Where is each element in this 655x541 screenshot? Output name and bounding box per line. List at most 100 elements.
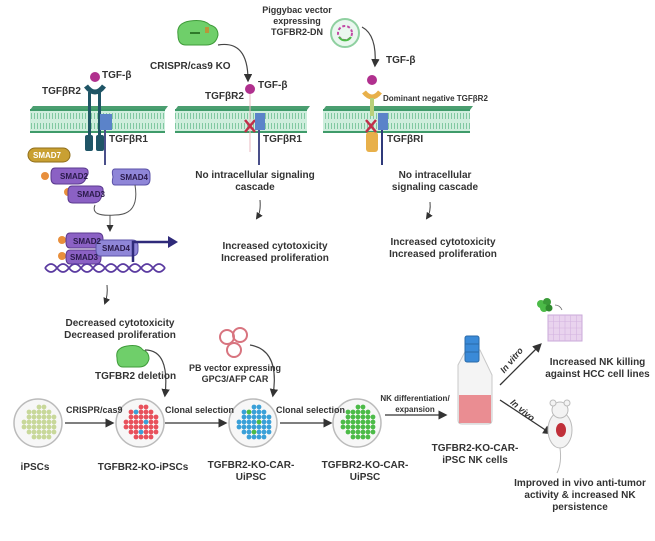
cell bbox=[256, 409, 262, 415]
cell bbox=[148, 419, 154, 425]
cell bbox=[46, 409, 52, 415]
tgfbr2-receptor-panel1 bbox=[84, 84, 106, 151]
arrow-label-clonal-1: Clonal selection bbox=[165, 405, 235, 415]
cell bbox=[256, 414, 262, 420]
cell bbox=[41, 404, 47, 410]
cell bbox=[345, 409, 351, 415]
cell bbox=[26, 429, 32, 435]
hcc-tumor-cell-icon bbox=[537, 298, 553, 312]
cell bbox=[365, 414, 371, 420]
label-pb-vector: PB vector expressing GPC3/AFP CAR bbox=[185, 363, 285, 385]
cell bbox=[46, 429, 52, 435]
cell bbox=[36, 404, 42, 410]
cell bbox=[251, 429, 257, 435]
cell bbox=[241, 424, 247, 430]
cell bbox=[46, 424, 52, 430]
cell bbox=[36, 429, 42, 435]
step-label-ko-car-uipsc: TGFBR2-KO-CAR- UiPSC bbox=[196, 460, 306, 484]
cell bbox=[355, 409, 361, 415]
cell bbox=[241, 429, 247, 435]
cell bbox=[246, 429, 252, 435]
cell bbox=[350, 414, 356, 420]
cell bbox=[41, 419, 47, 425]
step-line-2: UiPSC bbox=[349, 472, 381, 483]
cell bbox=[41, 424, 47, 430]
cell bbox=[365, 429, 371, 435]
dish-tgfbr2-ko-car-uipsc bbox=[228, 398, 278, 448]
cell bbox=[31, 409, 37, 415]
cell bbox=[138, 424, 144, 430]
cell bbox=[143, 404, 149, 410]
cell bbox=[261, 419, 267, 425]
cell bbox=[251, 409, 257, 415]
cell bbox=[26, 409, 32, 415]
cell bbox=[360, 429, 366, 435]
cell bbox=[256, 429, 262, 435]
cell bbox=[133, 414, 139, 420]
cell bbox=[251, 419, 257, 425]
cell bbox=[143, 424, 149, 430]
in-vivo-result: Improved in vivo anti-tumor activity & i… bbox=[510, 478, 650, 514]
cell bbox=[31, 419, 37, 425]
arrow-label-crispr: CRISPR/cas9 bbox=[66, 405, 123, 415]
step-line: TGFBR2-KO-iPSCs bbox=[97, 462, 189, 473]
arrow-label-nk-diff: NK differentiation/ expansion bbox=[380, 393, 450, 415]
cell bbox=[51, 414, 57, 420]
panel1-outcome: Decreased cytotoxicity Decreased prolife… bbox=[60, 318, 180, 342]
label-smad2: SMAD2 bbox=[60, 172, 89, 181]
arrow-in-vivo bbox=[499, 399, 553, 435]
cell bbox=[246, 414, 252, 420]
cell bbox=[355, 429, 361, 435]
effect-line-1: No intracellular bbox=[398, 170, 472, 181]
arrow-panel1-outcome bbox=[103, 284, 111, 305]
cell bbox=[241, 414, 247, 420]
cross-mark-panel2 bbox=[244, 119, 256, 133]
vector-line-2: expressing bbox=[273, 16, 321, 26]
cell bbox=[261, 424, 267, 430]
cell bbox=[26, 414, 32, 420]
label-tgfbr2-p1: TGFβR2 bbox=[42, 86, 81, 97]
cell bbox=[26, 424, 32, 430]
label-smad4: SMAD4 bbox=[120, 173, 149, 182]
cell bbox=[350, 429, 356, 435]
cell bbox=[256, 419, 262, 425]
cell bbox=[138, 429, 144, 435]
cell bbox=[143, 414, 149, 420]
cell bbox=[128, 429, 134, 435]
cell bbox=[128, 414, 134, 420]
cell bbox=[41, 434, 47, 440]
cell bbox=[360, 414, 366, 420]
arrow-label-clonal-2: Clonal selection bbox=[276, 405, 346, 415]
cell bbox=[350, 424, 356, 430]
step-line-1: TGFBR2-KO-CAR- bbox=[321, 460, 409, 471]
cell bbox=[36, 409, 42, 415]
cell bbox=[360, 434, 366, 440]
dna-helix bbox=[44, 263, 166, 273]
cross-mark-panel3 bbox=[365, 119, 377, 133]
mouse-icon bbox=[547, 399, 573, 474]
nk-line-1: NK differentiation/ bbox=[380, 394, 450, 403]
cell bbox=[26, 419, 32, 425]
cell bbox=[365, 424, 371, 430]
piggybac-plasmid-icon bbox=[330, 18, 360, 48]
label-tgfbr1-p2: TGFβR1 bbox=[263, 134, 302, 145]
cell bbox=[241, 409, 247, 415]
cell bbox=[236, 424, 242, 430]
result-line-3: persistence bbox=[552, 502, 608, 513]
cell bbox=[365, 434, 371, 440]
cell bbox=[261, 429, 267, 435]
cell bbox=[36, 424, 42, 430]
cell bbox=[355, 424, 361, 430]
cell bbox=[355, 414, 361, 420]
label-tgfbr1-p3: TGFβRI bbox=[387, 134, 424, 145]
cell bbox=[246, 434, 252, 440]
cell bbox=[138, 404, 144, 410]
outcome-line-2: Decreased proliferation bbox=[64, 330, 176, 341]
cell bbox=[360, 404, 366, 410]
cell bbox=[251, 414, 257, 420]
cell bbox=[350, 419, 356, 425]
cell bbox=[123, 424, 129, 430]
step-label-ipscs: iPSCs bbox=[10, 462, 60, 474]
cell bbox=[148, 424, 154, 430]
cell bbox=[365, 419, 371, 425]
